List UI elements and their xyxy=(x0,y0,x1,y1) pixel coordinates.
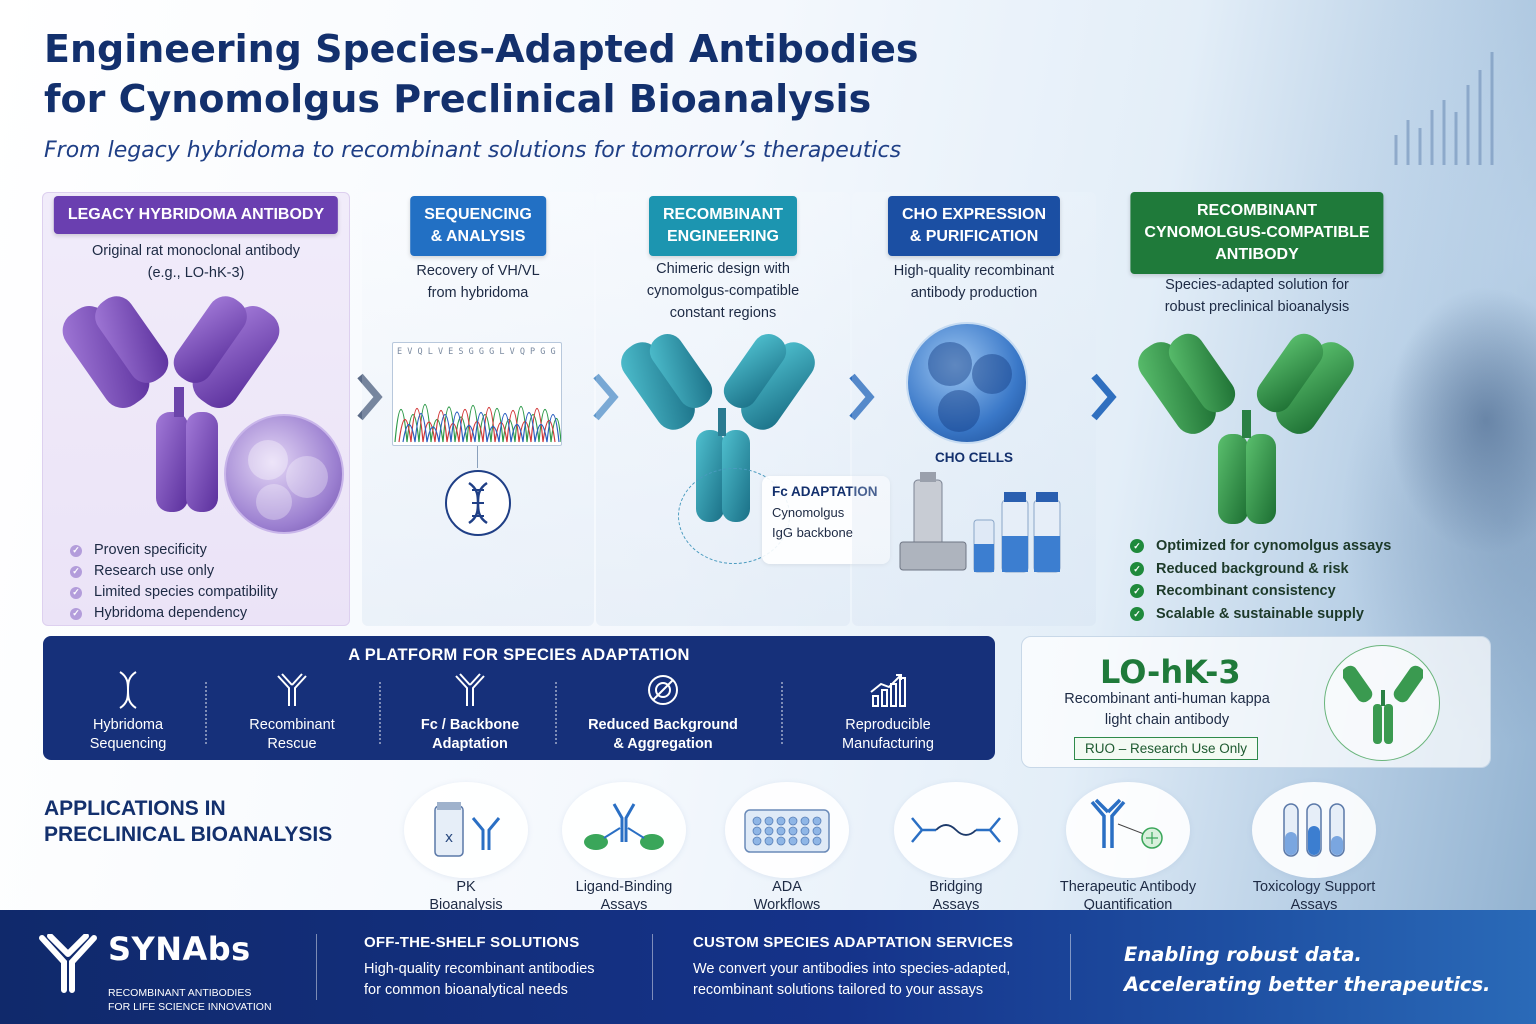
dna-icon xyxy=(445,470,511,536)
chevron-right-icon xyxy=(357,373,383,421)
brand-name: SYNAbs xyxy=(108,930,251,968)
list-item: ✓Reduced background & risk xyxy=(1130,558,1391,581)
off-the-shelf-block: OFF-THE-SHELF SOLUTIONS High-quality rec… xyxy=(364,934,595,998)
list-item: ✓Limited species compatibility xyxy=(70,582,278,603)
ruo-badge: RUO – Research Use Only xyxy=(1074,737,1259,760)
list-item: ✓Research use only xyxy=(70,561,278,582)
list-item: ✓Proven specificity xyxy=(70,540,278,561)
test-tubes-icon xyxy=(1283,803,1345,857)
growth-chart-icon xyxy=(870,674,906,707)
recombinant-bullet-list: ✓Optimized for cynomolgus assays ✓Reduce… xyxy=(1130,535,1391,625)
bridging-icon xyxy=(911,817,1001,843)
synabs-logo-icon xyxy=(39,934,97,993)
green-antibody-icon xyxy=(1138,333,1354,524)
sequence-text: E V Q L V E S G G G L V Q P G G S xyxy=(397,347,562,357)
step-cho-expression: CHO EXPRESSION& PURIFICATION High-qualit… xyxy=(852,192,1096,626)
platform-panel: A PLATFORM FOR SPECIES ADAPTATION Hybrid… xyxy=(43,636,995,760)
bar-chart-decoration xyxy=(1394,52,1494,165)
bioreactor-vials-icon xyxy=(899,472,1061,573)
custom-services-block: CUSTOM SPECIES ADAPTATION SERVICES We co… xyxy=(693,934,1014,998)
step-header: CHO EXPRESSION& PURIFICATION xyxy=(887,196,1061,256)
platform-item: Reduced Background& Aggregation xyxy=(577,670,749,754)
well-plate-icon xyxy=(744,809,830,853)
hybridoma-cells-icon xyxy=(224,414,344,534)
svg-text:x: x xyxy=(445,830,453,846)
list-item: ✓Scalable & sustainable supply xyxy=(1130,603,1391,626)
page-title: Engineering Species-Adapted Antibodies f… xyxy=(44,27,919,121)
legacy-bullet-list: ✓Proven specificity ✓Research use only ✓… xyxy=(70,540,278,624)
dna-icon xyxy=(119,671,137,709)
chevron-right-icon xyxy=(1091,373,1117,421)
fc-adaptation-callout: Fc ADAPTATION Cynomolgus IgG backbone xyxy=(762,476,890,564)
platform-title: A PLATFORM FOR SPECIES ADAPTATION xyxy=(348,646,690,664)
list-item: ✓Optimized for cynomolgus assays xyxy=(1130,535,1391,558)
target-icon xyxy=(648,675,678,705)
list-item: ✓Recombinant consistency xyxy=(1130,580,1391,603)
vial-antibody-icon: x xyxy=(434,802,501,857)
page-subtitle: From legacy hybridoma to recombinant sol… xyxy=(44,138,902,163)
ligand-binding-icon xyxy=(584,803,664,850)
antibody-icon xyxy=(1343,665,1423,744)
antibody-icon xyxy=(455,673,485,706)
step-header: SEQUENCING& ANALYSIS xyxy=(410,196,546,256)
list-item: ✓Hybridoma dependency xyxy=(70,603,278,624)
step-header: LEGACY HYBRIDOMA ANTIBODY xyxy=(53,196,339,234)
quantification-icon xyxy=(1090,798,1163,849)
cho-cells-icon xyxy=(906,322,1028,444)
sequencing-chromatogram: E V Q L V E S G G G L V Q P G G S xyxy=(392,342,562,446)
step-legacy-hybridoma: LEGACY HYBRIDOMA ANTIBODY Original rat m… xyxy=(42,192,350,626)
product-antibody-badge xyxy=(1324,645,1440,761)
antibody-icon xyxy=(277,673,307,706)
step-description: Original rat monoclonal antibody (e.g., … xyxy=(92,243,300,281)
chevron-right-icon xyxy=(593,373,619,421)
product-name: LO-hK-3 xyxy=(1100,653,1241,691)
purple-antibody-icon xyxy=(62,296,280,512)
footer-slogan: Enabling robust data.Accelerating better… xyxy=(1124,943,1491,996)
chevron-right-icon xyxy=(849,373,875,421)
cho-cells-label: CHO CELLS xyxy=(934,450,1013,465)
